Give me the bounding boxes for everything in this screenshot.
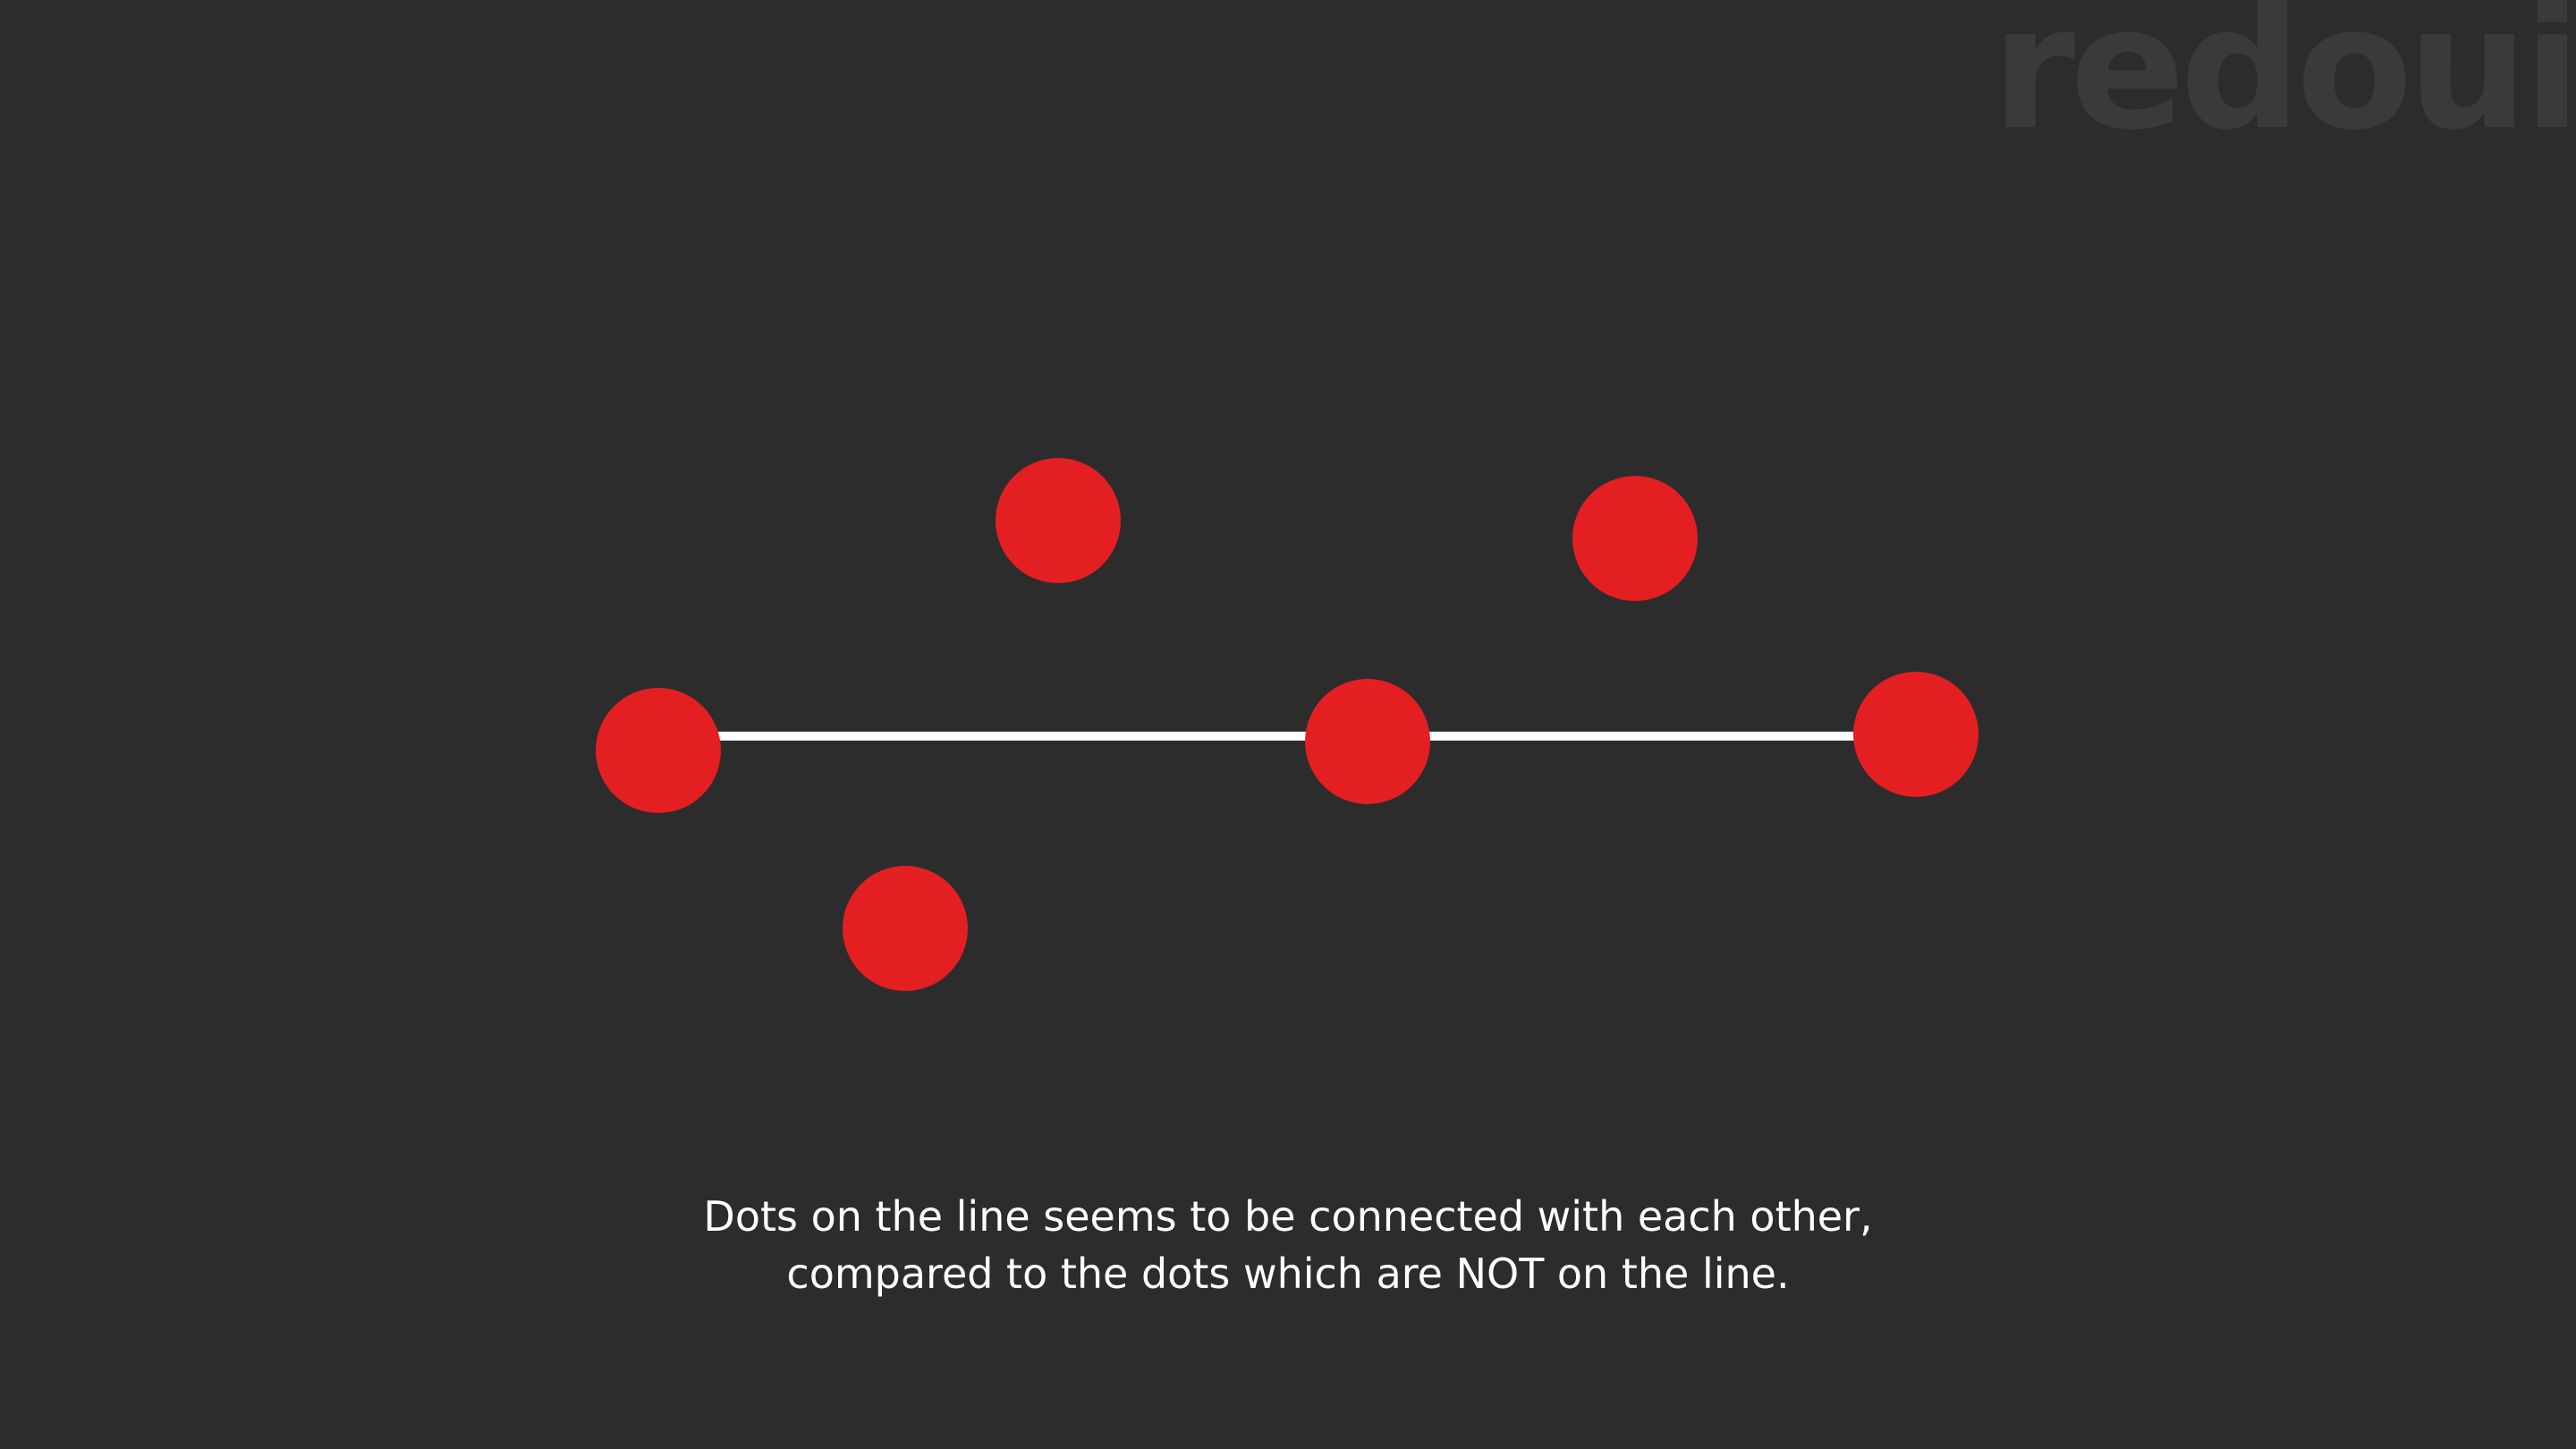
- dot-on-line-right: [1853, 672, 1979, 797]
- dot-on-line-middle: [1305, 679, 1430, 804]
- dot-off-line-upper-left: [996, 458, 1121, 583]
- caption-line-1: Dots on the line seems to be connected w…: [703, 1192, 1873, 1241]
- caption: Dots on the line seems to be connected w…: [394, 1188, 2182, 1302]
- dot-off-line-upper-right: [1572, 476, 1698, 601]
- caption-line-2: compared to the dots which are NOT on th…: [786, 1250, 1790, 1298]
- dot-on-line-left: [596, 688, 721, 813]
- dot-off-line-lower-left: [843, 866, 968, 991]
- brand-logo: redoui: [1991, 0, 2576, 167]
